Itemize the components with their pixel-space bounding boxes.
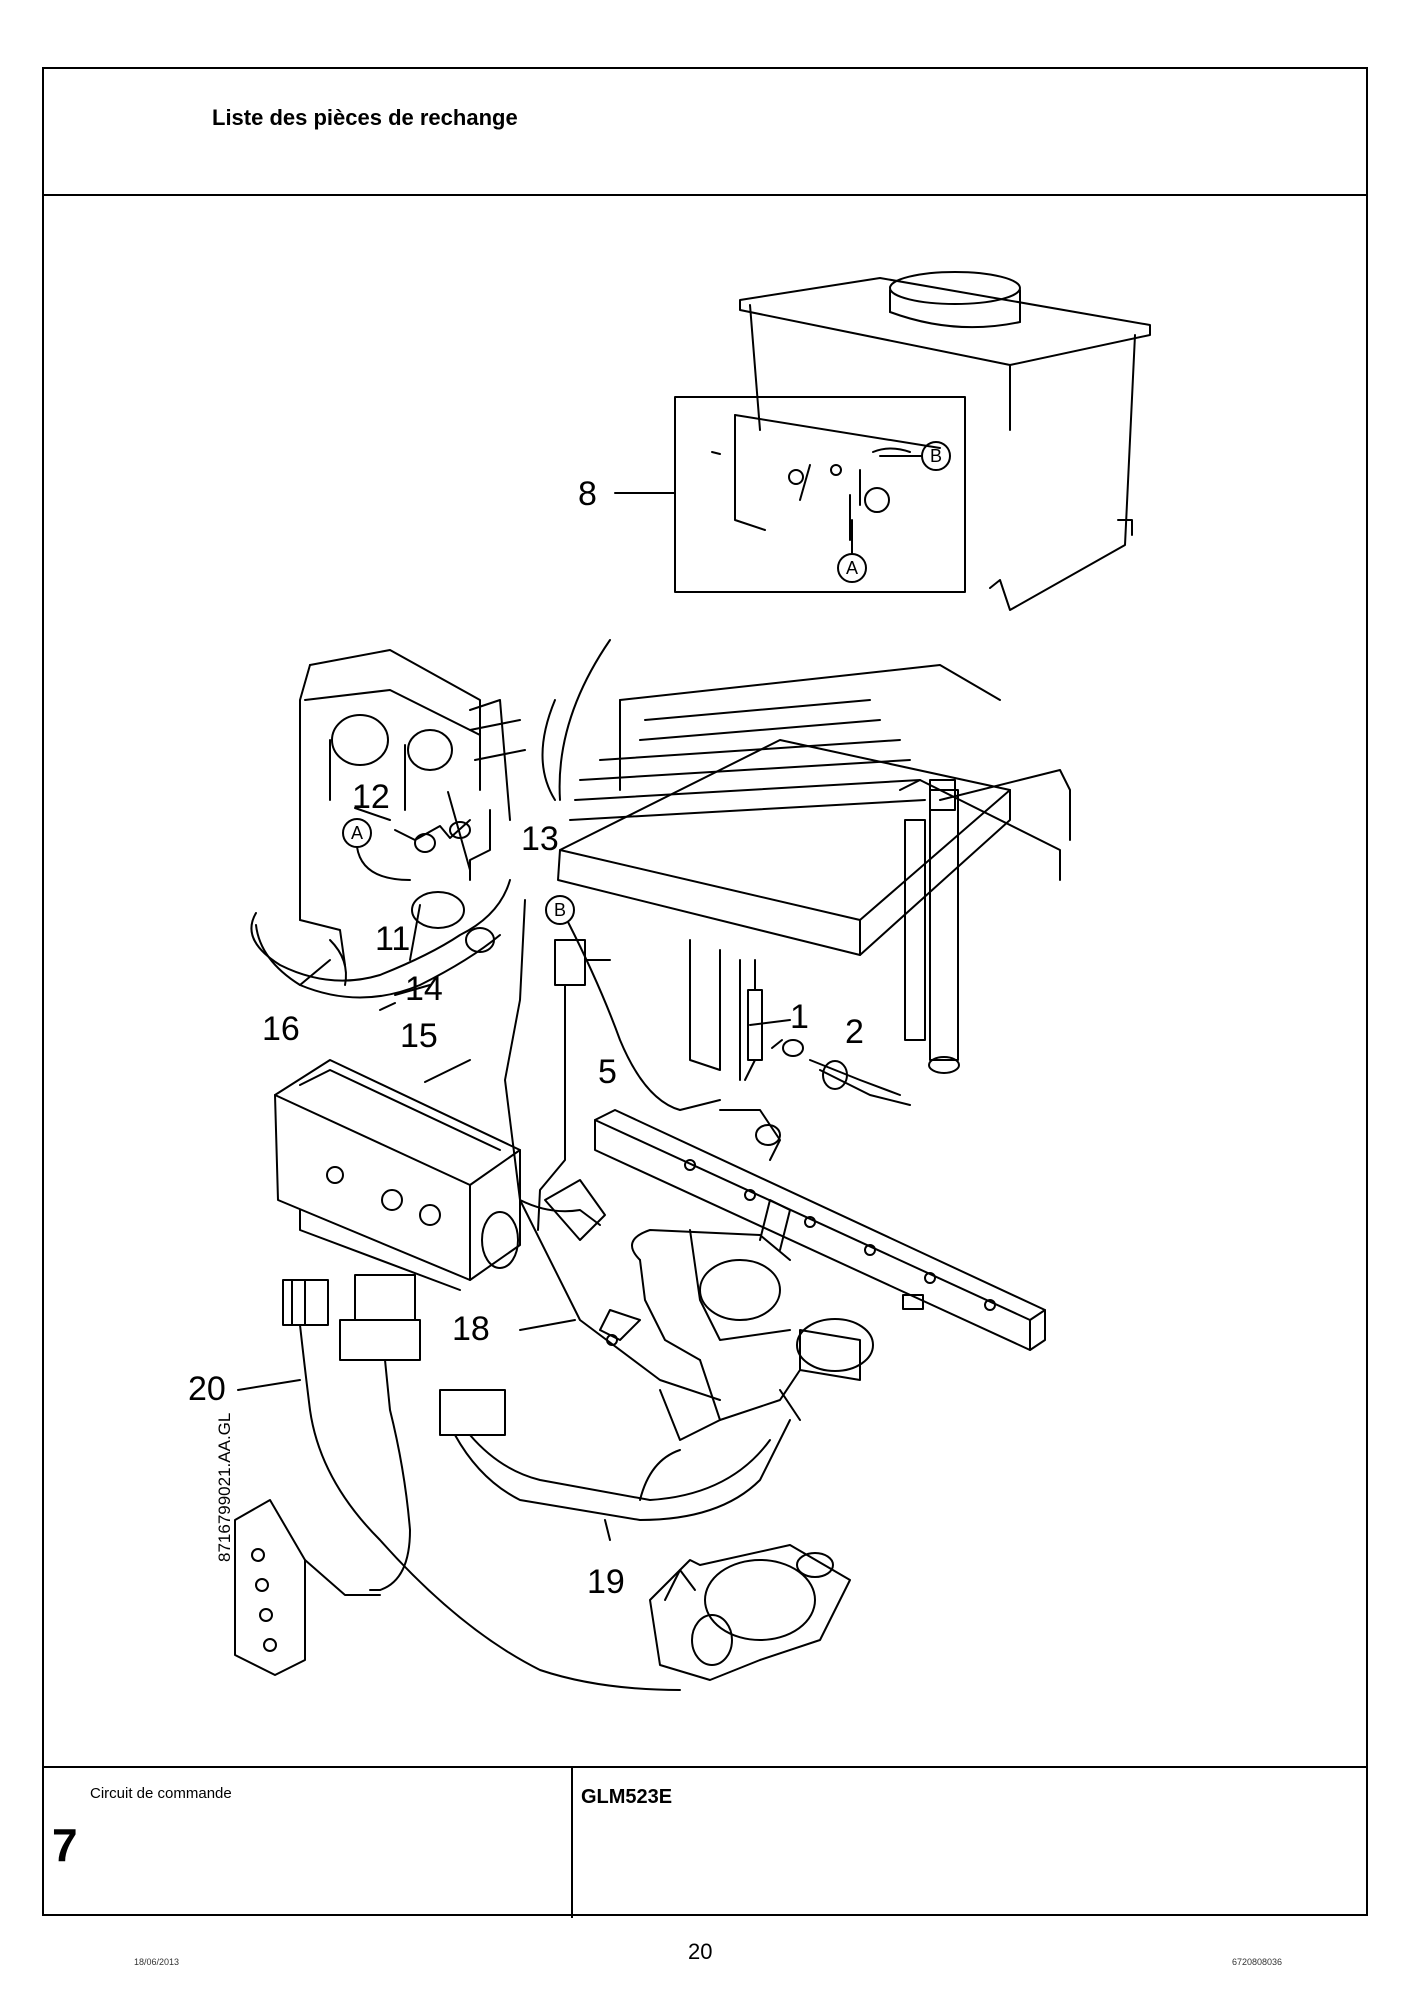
section-label: Circuit de commande	[90, 1785, 232, 1802]
callout-5: 5	[598, 1053, 617, 1091]
gas-valve-drawing	[599, 1199, 874, 1441]
callout-18: 18	[452, 1310, 490, 1348]
callout-20: 20	[188, 1370, 226, 1408]
model-name: GLM523E	[581, 1786, 673, 1808]
header-divider	[44, 194, 1366, 196]
drawing-reference-code: 8716799021.AA.GL	[215, 1413, 234, 1562]
callout-13: 13	[521, 820, 559, 858]
marker-circle-b-left	[545, 895, 575, 925]
heat-exchanger-drawing	[541, 639, 1071, 1081]
marker-b-top: B	[930, 446, 942, 466]
print-date: 18/06/2013	[134, 1957, 180, 1967]
burner-rail-drawing	[594, 1109, 1046, 1351]
callout-14: 14	[405, 970, 443, 1008]
footer-column-divider	[571, 1766, 573, 1918]
marker-a-left: A	[351, 823, 363, 843]
wiring-harness-drawing	[234, 1274, 851, 1691]
callout-2: 2	[845, 1013, 864, 1051]
callout-16: 16	[262, 1010, 300, 1048]
callout-8: 8	[578, 475, 597, 513]
marker-a-top: A	[846, 558, 858, 578]
section-number: 7	[52, 1819, 78, 1871]
callout-19: 19	[587, 1563, 625, 1601]
document-number: 6720808036	[1232, 1957, 1283, 1967]
callout-15: 15	[400, 1017, 438, 1055]
callout-12: 12	[352, 778, 390, 816]
sensor-cluster-drawing	[250, 649, 721, 1401]
marker-b-left: B	[554, 900, 566, 920]
footer-divider	[44, 1766, 1366, 1768]
ignition-plug-drawing	[554, 939, 586, 986]
control-unit-drawing	[274, 1059, 606, 1291]
page-title: Liste des pièces de rechange	[212, 105, 518, 130]
page-frame: Liste des pièces de rechange Circuit de …	[42, 67, 1368, 1918]
callout-1: 1	[790, 998, 809, 1036]
callout-11: 11	[375, 920, 410, 958]
page-number: 20	[688, 1939, 713, 1964]
boiler-casing-drawing	[674, 271, 1151, 611]
